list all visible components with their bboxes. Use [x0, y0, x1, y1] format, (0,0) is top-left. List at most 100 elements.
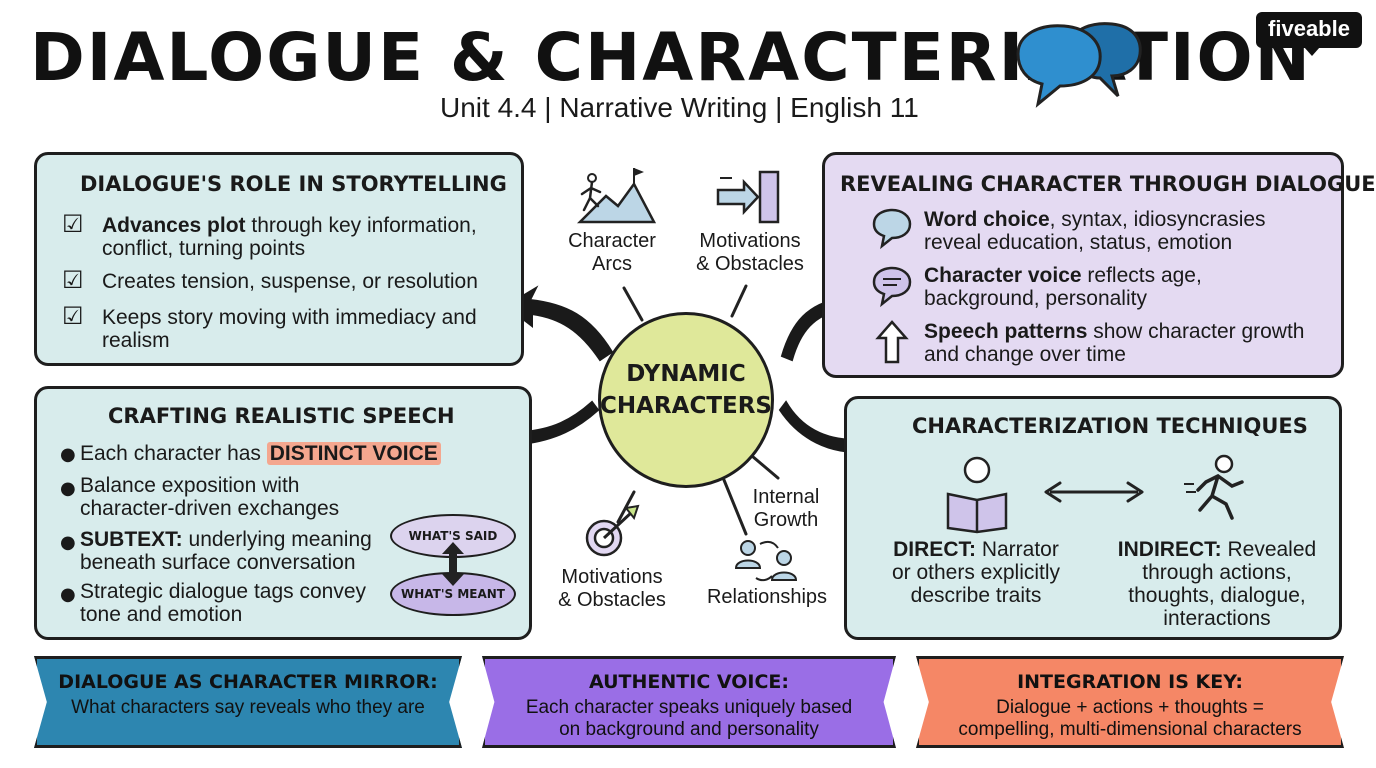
direct-line1: Narrator [975, 538, 1059, 561]
node-character-arcs-line1: Character [568, 230, 656, 252]
revealing-item-2-bold: Character voice [924, 264, 1082, 287]
revealing-item-2-text2: background, personality [924, 287, 1147, 310]
speech-bubble-icon [872, 208, 912, 250]
people-exchange-icon [734, 540, 798, 582]
banner-integration-line2: compelling, multi-dimensional characters [958, 719, 1302, 740]
double-headed-arrow-icon [1044, 481, 1144, 503]
storytelling-item-2: Creates tension, suspense, or resolution [102, 270, 478, 293]
speech-item-4: Strategic dialogue tags convey tone and … [80, 580, 366, 626]
distinct-voice-highlight: DISTINCT VOICE [266, 442, 441, 465]
message-lines-icon [872, 266, 912, 308]
revealing-item-1-text: , syntax, idiosyncrasies [1049, 208, 1266, 231]
indirect-line4: interactions [1163, 607, 1271, 630]
banner-authentic-voice-title: AUTHENTIC VOICE: [589, 671, 789, 693]
checkbox-icon: ☑ [62, 210, 84, 238]
indirect-bold: INDIRECT: [1117, 538, 1222, 561]
indirect-text: INDIRECT: Revealed through actions, thou… [1116, 538, 1318, 630]
direct-text: DIRECT: Narrator or others explicitly de… [878, 538, 1074, 607]
revealing-item-2: Character voice reflects age, background… [924, 264, 1202, 310]
banner-character-mirror-text: What characters say reveals who they are [71, 697, 425, 718]
banner-authentic-voice-line1: Each character speaks uniquely based [525, 697, 853, 718]
revealing-box [822, 152, 1344, 378]
speech-item-3-line2: beneath surface conversation [80, 551, 356, 574]
bullet-dot: ● [60, 444, 76, 465]
climber-summit-icon [576, 168, 657, 224]
node-character-arcs: Character Arcs [562, 230, 662, 276]
indirect-line2: through actions, [1142, 561, 1292, 584]
up-arrow-icon [875, 320, 909, 364]
node-motivations-bottom: Motivations & Obstacles [552, 566, 672, 612]
brand-logo: fiveable [1256, 12, 1362, 56]
bullet-dot: ● [60, 532, 76, 553]
banner-integration-line1: Dialogue + actions + thoughts = [996, 697, 1264, 718]
speech-item-4-line1: Strategic dialogue tags convey [80, 580, 367, 603]
checkbox-icon: ☑ [62, 266, 84, 294]
banner-integration: INTEGRATION IS KEY: Dialogue + actions +… [916, 656, 1344, 748]
dynamic-characters-circle [598, 312, 774, 488]
speech-item-3-bold: SUBTEXT: [80, 528, 183, 551]
revealing-item-1-text2: reveal education, status, emotion [924, 231, 1233, 254]
node-motivations-bottom-line1: Motivations [561, 566, 663, 588]
revealing-item-3: Speech patterns show character growth an… [924, 320, 1305, 366]
revealing-item-3-bold: Speech patterns [924, 320, 1088, 343]
speech-item-3: SUBTEXT: underlying meaning beneath surf… [80, 528, 372, 574]
node-motivations-top: Motivations & Obstacles [690, 230, 810, 276]
speech-bubbles-icon [1016, 22, 1142, 108]
techniques-heading: CHARACTERIZATION TECHNIQUES [912, 414, 1308, 438]
center-label-line2: CHARACTERS [600, 393, 772, 419]
node-motivations-top-line2: & Obstacles [696, 253, 804, 275]
double-arrow-icon [442, 542, 464, 586]
storytelling-box [34, 152, 524, 366]
center-label: DYNAMIC CHARACTERS [598, 358, 774, 422]
revealing-item-2-text: reflects age, [1081, 264, 1202, 287]
indirect-line1: Revealed [1221, 538, 1317, 561]
banner-authentic-voice-line2: on background and personality [559, 719, 819, 740]
banner-integration-title: INTEGRATION IS KEY: [1017, 671, 1243, 693]
bullet-dot: ● [60, 584, 76, 605]
storytelling-item-3-text: Keeps story moving with immediacy and [102, 306, 477, 329]
node-relationships: Relationships [706, 586, 828, 608]
banner-authentic-voice-text: Each character speaks uniquely based on … [485, 697, 893, 741]
running-person-icon [1184, 454, 1244, 520]
arrow-into-wall-icon [716, 170, 780, 224]
node-internal-growth-line1: Internal [752, 486, 820, 508]
direct-bold: DIRECT: [893, 538, 976, 561]
bullet-dot: ● [60, 478, 76, 499]
direct-line3: describe traits [910, 584, 1042, 607]
node-internal-growth-line2: Growth [753, 509, 819, 531]
center-label-line1: DYNAMIC [626, 361, 746, 387]
speech-item-3-line1: underlying meaning [182, 528, 372, 551]
revealing-item-3-text: show character growth [1087, 320, 1305, 343]
storytelling-item-3-text2: realism [102, 329, 170, 352]
speech-item-4-line2: tone and emotion [80, 603, 243, 626]
revealing-item-1-bold: Word choice [924, 208, 1050, 231]
banner-character-mirror-title: DIALOGUE AS CHARACTER MIRROR: [58, 671, 438, 693]
node-internal-growth: Internal Growth [740, 486, 832, 532]
revealing-item-3-text2: and change over time [924, 343, 1126, 366]
techniques-box [844, 396, 1342, 640]
speech-item-1: Each character has DISTINCT VOICE [80, 442, 441, 465]
speech-item-1-text: Each character has [80, 442, 267, 465]
storytelling-heading: DIALOGUE'S ROLE IN STORYTELLING [80, 172, 507, 196]
person-reading-icon [946, 456, 1008, 534]
banner-authentic-voice: AUTHENTIC VOICE: Each character speaks u… [482, 656, 896, 748]
storytelling-item-1-text: through key information, [245, 214, 477, 237]
node-character-arcs-line2: Arcs [592, 253, 632, 275]
speech-item-2: Balance exposition with character-driven… [80, 474, 339, 520]
storytelling-item-1-text2: conflict, turning points [102, 237, 306, 260]
storytelling-item-1-bold: Advances plot [102, 214, 246, 237]
indirect-line3: thoughts, dialogue, [1128, 584, 1306, 607]
speech-heading: CRAFTING REALISTIC SPEECH [108, 404, 455, 428]
node-motivations-bottom-line2: & Obstacles [558, 589, 666, 611]
storytelling-item-3: Keeps story moving with immediacy and re… [102, 306, 477, 352]
direct-line2: or others explicitly [891, 561, 1061, 584]
page-subtitle: Unit 4.4 | Narrative Writing | English 1… [440, 92, 919, 123]
node-motivations-top-line1: Motivations [699, 230, 801, 252]
revealing-item-1: Word choice, syntax, idiosyncrasies reve… [924, 208, 1266, 254]
speech-item-2-line1: Balance exposition with [80, 474, 300, 497]
speech-item-2-line2: character-driven exchanges [80, 497, 340, 520]
storytelling-item-1: Advances plot through key information, c… [102, 214, 477, 260]
checkbox-icon: ☑ [62, 302, 84, 330]
revealing-heading: REVEALING CHARACTER THROUGH DIALOGUE [840, 172, 1376, 196]
banner-character-mirror: DIALOGUE AS CHARACTER MIRROR: What chara… [34, 656, 462, 748]
